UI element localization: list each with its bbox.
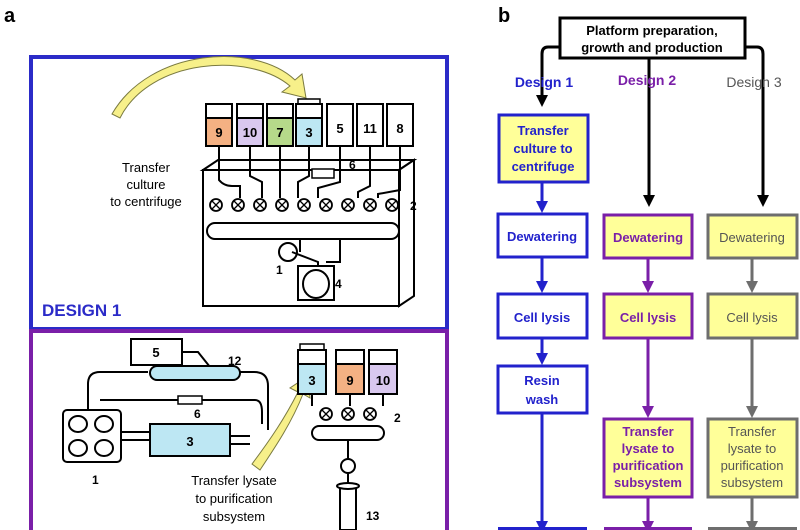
valve-manifold-d2	[311, 394, 385, 530]
svg-text:Dewatering: Dewatering	[719, 230, 785, 245]
callout-4-d1: 4	[335, 277, 342, 291]
design2-heading: Design 2	[618, 72, 677, 88]
col3-step-lysis: Cell lysis	[706, 292, 799, 340]
design3-heading: Design 3	[726, 74, 781, 90]
svg-text:Transfer: Transfer	[728, 424, 777, 439]
svg-text:Transfer: Transfer	[122, 160, 171, 175]
col1-step-lysis: Cell lysis	[496, 292, 589, 340]
svg-text:purification: purification	[721, 458, 784, 473]
tubing-d1	[218, 156, 401, 198]
bottle-8: 8	[386, 103, 414, 147]
bottle-row-d2: 3 9 10	[297, 343, 398, 395]
platform-line-1: Platform preparation,	[586, 23, 717, 38]
svg-text:3: 3	[308, 373, 315, 388]
bottle-10: 10	[236, 103, 264, 147]
svg-text:8: 8	[396, 121, 403, 136]
svg-text:10: 10	[376, 373, 390, 388]
callout-2-d2: 2	[394, 411, 401, 425]
col1-next-box	[498, 527, 587, 530]
transfer-lysate-label: Transfer lysate to purification subsyste…	[191, 473, 277, 524]
callout-6-d1: 6	[349, 158, 356, 172]
col1-step-resin: Resin wash	[496, 364, 589, 415]
svg-text:purification: purification	[613, 458, 684, 473]
svg-text:Cell lysis: Cell lysis	[514, 310, 570, 325]
col1-step-dewatering: Dewatering	[496, 212, 589, 259]
svg-text:Cell lysis: Cell lysis	[620, 310, 676, 325]
svg-text:subsystem: subsystem	[614, 475, 682, 490]
callout-6-d2: 6	[194, 407, 201, 421]
callout-1-d1: 1	[276, 263, 283, 277]
transfer-culture-label: Transfer culture to centrifuge	[110, 160, 182, 209]
svg-text:7: 7	[276, 125, 283, 140]
svg-text:Cell lysis: Cell lysis	[726, 310, 778, 325]
filter-6-d1	[311, 168, 335, 179]
pump-heads-d2	[62, 409, 122, 463]
col2-step-lysis: Cell lysis	[602, 292, 694, 340]
bottle-7: 7	[266, 103, 294, 147]
svg-text:lysate to: lysate to	[728, 441, 776, 456]
box-3-label: 3	[186, 434, 193, 449]
svg-text:centrifuge: centrifuge	[512, 159, 575, 174]
col2-step-transfer: Transfer lysate to purification subsyste…	[602, 417, 694, 499]
box-5	[130, 338, 183, 366]
svg-text:9: 9	[215, 125, 222, 140]
callout-12: 12	[228, 354, 242, 368]
svg-text:Transfer: Transfer	[622, 424, 673, 439]
svg-text:9: 9	[346, 373, 353, 388]
svg-text:culture: culture	[126, 177, 165, 192]
column-12	[149, 365, 241, 381]
design1-heading: Design 1	[515, 74, 574, 90]
svg-text:Dewatering: Dewatering	[613, 230, 683, 245]
bottle-5: 5	[326, 103, 354, 147]
svg-text:subsystem: subsystem	[203, 509, 265, 524]
svg-text:lysate to: lysate to	[622, 441, 675, 456]
svg-text:Dewatering: Dewatering	[507, 229, 577, 244]
top-bracket	[540, 45, 765, 184]
platform-line-2: growth and production	[581, 40, 723, 55]
col3-step-transfer: Transfer lysate to purification subsyste…	[706, 417, 799, 499]
col3-step-dewatering: Dewatering	[706, 213, 799, 260]
bottle-11: 11	[356, 103, 384, 147]
transfer-arrow-d1	[111, 56, 307, 119]
panel-a-letter: a	[4, 5, 16, 27]
svg-text:subsystem: subsystem	[721, 475, 783, 490]
panel-b-letter: b	[498, 5, 510, 27]
design1-title: DESIGN 1	[42, 301, 121, 320]
svg-text:to centrifuge: to centrifuge	[110, 194, 182, 209]
svg-text:Resin: Resin	[524, 373, 559, 388]
filter-6-d2	[177, 395, 203, 405]
svg-text:culture to: culture to	[513, 141, 572, 156]
svg-text:3: 3	[305, 125, 312, 140]
valve-manifold-d1	[206, 198, 400, 240]
callout-1-d2: 1	[92, 473, 99, 487]
col2-next-box	[604, 527, 692, 530]
svg-text:Transfer lysate: Transfer lysate	[191, 473, 277, 488]
bottle-3: 3	[295, 98, 323, 147]
col2-step-dewatering: Dewatering	[602, 213, 694, 260]
pump-d1	[278, 239, 341, 301]
platform-box	[558, 16, 747, 60]
svg-text:10: 10	[243, 125, 257, 140]
bottle-10-d2: 10	[368, 349, 398, 395]
svg-text:11: 11	[363, 121, 377, 136]
bottle-9: 9	[205, 103, 233, 147]
bottle-9-d2: 9	[335, 349, 365, 395]
svg-text:5: 5	[336, 121, 343, 136]
col3-next-box	[708, 527, 797, 530]
box-3	[149, 423, 231, 457]
callout-2-d1: 2	[410, 199, 417, 213]
bottle-row-d1: 9 10 7 3 5 11 8	[205, 98, 414, 156]
svg-text:to purification: to purification	[195, 491, 272, 506]
box-5-label: 5	[152, 345, 159, 360]
svg-text:Transfer: Transfer	[517, 123, 568, 138]
callout-13: 13	[366, 509, 380, 523]
bottle-3-d2: 3	[297, 343, 327, 395]
col1-step-transfer: Transfer culture to centrifuge	[497, 113, 590, 184]
svg-text:wash: wash	[525, 392, 559, 407]
